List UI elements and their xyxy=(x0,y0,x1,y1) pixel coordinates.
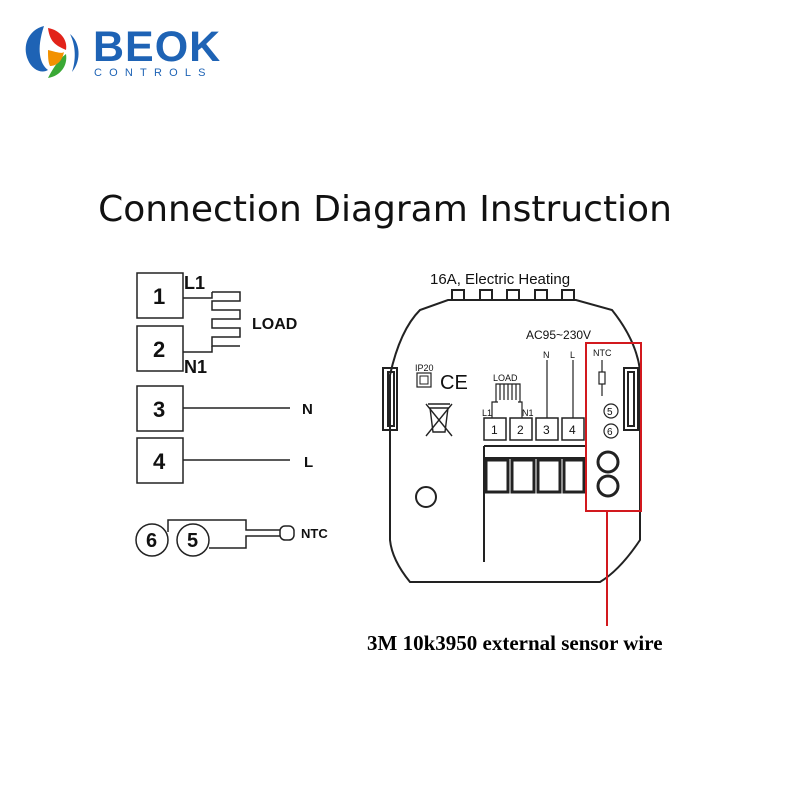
logo-mark xyxy=(25,26,79,78)
load-label: LOAD xyxy=(252,316,297,333)
terminal-2 xyxy=(136,325,184,372)
device-terminal-1: 1 xyxy=(491,423,498,437)
device-n1-label: N1 xyxy=(522,408,534,418)
sensor-terminal-5-label: 5 xyxy=(187,530,198,552)
sensor-terminal-6-label: 6 xyxy=(146,530,157,552)
device-ntc-terminal-5: 5 xyxy=(607,407,613,418)
l1-label: L1 xyxy=(184,273,205,293)
device-back-panel xyxy=(382,289,641,583)
device-top-label: 16A, Electric Heating xyxy=(430,271,570,288)
ip-rating: IP20 xyxy=(415,363,434,373)
sensor-terminal-5 xyxy=(176,523,210,557)
device-n-label: N xyxy=(543,350,550,360)
load-symbol xyxy=(211,291,241,347)
device-ntc-label: NTC xyxy=(593,348,612,358)
page-title: Connection Diagram Instruction xyxy=(98,189,672,230)
beok-logo xyxy=(25,26,79,78)
voltage-label: AC95~230V xyxy=(526,328,591,342)
ce-mark: CE xyxy=(440,372,468,394)
device-l-label: L xyxy=(570,350,575,360)
sensor-wire-caption: 3M 10k3950 external sensor wire xyxy=(367,631,663,655)
ntc-probe xyxy=(279,525,295,541)
device-l1-label: L1 xyxy=(482,408,492,418)
brand-name: BEOK xyxy=(93,23,222,71)
terminal-1 xyxy=(136,272,184,319)
terminal-1-label: 1 xyxy=(153,284,165,309)
device-ntc-terminal-6: 6 xyxy=(607,427,613,438)
n-label: N xyxy=(302,401,313,418)
terminal-2-label: 2 xyxy=(153,337,165,362)
ntc-highlight xyxy=(585,342,642,626)
l-label: L xyxy=(304,454,313,471)
brand-subtitle: CONTROLS xyxy=(94,67,213,79)
device-terminal-2: 2 xyxy=(517,423,524,437)
ntc-highlight-box xyxy=(585,342,642,512)
sensor-terminal-6 xyxy=(135,523,169,557)
device-terminal-4: 4 xyxy=(569,423,576,437)
terminal-3-label: 3 xyxy=(153,397,165,422)
left-wiring-diagram xyxy=(135,272,295,557)
device-load-label: LOAD xyxy=(493,373,518,383)
terminal-4-label: 4 xyxy=(153,449,166,474)
n1-label: N1 xyxy=(184,357,207,377)
ntc-label: NTC xyxy=(301,526,328,541)
device-terminal-3: 3 xyxy=(543,423,550,437)
